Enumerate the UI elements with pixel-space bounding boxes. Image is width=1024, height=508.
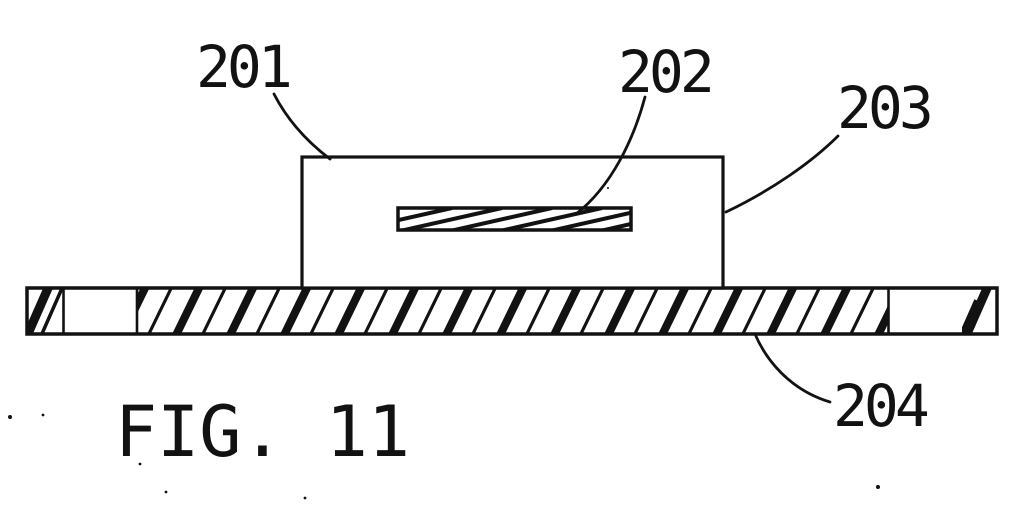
chip-hatch [399, 209, 630, 229]
leader-line-202 [574, 95, 647, 216]
ref-label-203: 203 [837, 74, 934, 142]
ref-label-201: 201 [196, 33, 293, 101]
ref-label-202: 202 [618, 38, 715, 106]
substrate-strip-204 [25, 286, 999, 336]
substrate-left-cap-hatch [28, 289, 63, 333]
substrate-hatch-body [137, 289, 888, 333]
leader-line-204 [753, 332, 832, 404]
leader-line-203 [724, 134, 840, 214]
scan-noise-specks [8, 187, 880, 500]
ref-label-204: 204 [833, 372, 930, 440]
chip-202 [396, 206, 633, 232]
leader-line-201 [272, 92, 332, 161]
substrate-right-cap-hatch [962, 289, 992, 333]
substrate-section-dividers [62, 288, 890, 334]
figure-caption: FIG. 11 [115, 391, 411, 473]
